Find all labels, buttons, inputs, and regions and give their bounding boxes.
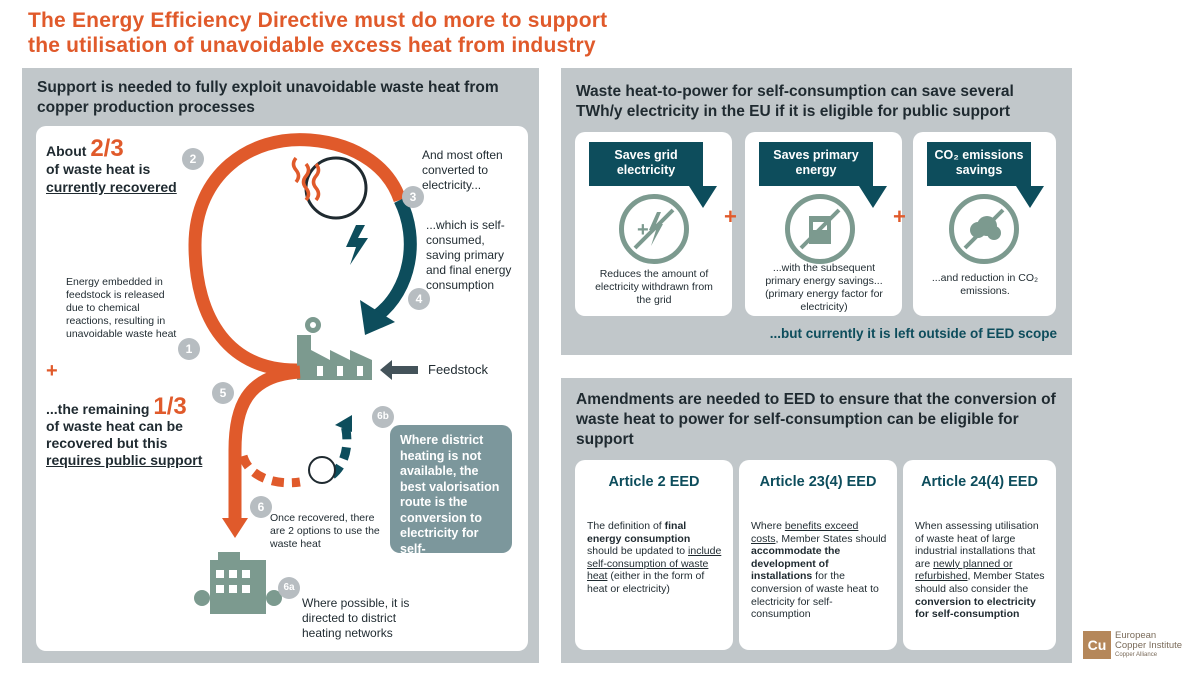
title-line-1: The Energy Efficiency Directive must do …	[28, 9, 608, 32]
step-1-text: Energy embedded in feedstock is released…	[66, 276, 177, 340]
article-24-title: Article 24(4) EED	[921, 474, 1038, 490]
factory-icon	[297, 317, 372, 380]
district-heating-path	[228, 365, 301, 520]
benefit-2-arrow	[859, 186, 887, 208]
top-right-heading: Waste heat-to-power for self-consumption…	[576, 83, 1014, 120]
benefit-3-desc: ...and reduction in CO₂ emissions.	[931, 272, 1039, 297]
benefit-3-arrow	[1016, 186, 1044, 208]
feedstock-label: Feedstock	[428, 362, 488, 377]
benefit-card-2: Saves primary energy ...with the subsequ…	[745, 132, 902, 316]
primary-energy-icon	[785, 194, 855, 264]
district-heating-arrowhead	[222, 518, 248, 538]
badge-6a: 6a	[278, 577, 300, 599]
title-line-2: the utilisation of unavoidable excess he…	[28, 34, 596, 57]
benefit-1-arrow	[689, 186, 717, 208]
benefit-2-title: Saves primary energy	[759, 142, 873, 186]
step-6a-text: Where possible, it is directed to distri…	[302, 596, 410, 640]
badge-2: 2	[182, 148, 204, 170]
article-24-body: When assessing utilisation of waste heat…	[915, 520, 1045, 621]
benefit-3-title: CO₂ emissions savings	[927, 142, 1031, 186]
remaining-block: ...the remaining 1/3 of waste heat can b…	[46, 393, 216, 469]
loop-arrowhead	[335, 415, 352, 432]
remaining-line-4: requires public support	[46, 452, 203, 468]
left-plus: +	[46, 360, 58, 382]
article-card-23: Article 23(4) EED Where benefits exceed …	[739, 460, 897, 650]
step-6b-box: Where district heating is not available,…	[390, 425, 512, 571]
eed-scope-note: ...but currently it is left outside of E…	[769, 326, 1057, 341]
benefit-1-title: Saves grid electricity	[589, 142, 703, 186]
heat-cycle-diagram	[188, 133, 418, 614]
co2-cloud-icon	[949, 194, 1019, 264]
fraction-remaining: 1/3	[153, 393, 187, 420]
top-right-panel: Waste heat-to-power for self-consumption…	[561, 68, 1072, 355]
recovery-arc	[188, 133, 407, 377]
benefit-1-desc: Reduces the amount of electricity withdr…	[595, 268, 713, 306]
feedstock-arrow	[380, 360, 418, 380]
benefit-card-3: CO₂ emissions savings ...and reduction i…	[913, 132, 1056, 316]
remaining-line-3: recovered but this	[46, 435, 168, 451]
badge-6b: 6b	[372, 406, 394, 428]
recovered-line-1: About 2/3	[46, 135, 124, 162]
heat-waves-icon	[291, 156, 321, 202]
article-2-body: The definition of final energy consumpti…	[587, 520, 722, 595]
step-3-text: And most often converted to electricity.…	[422, 148, 503, 192]
badge-5: 5	[212, 382, 234, 404]
grid-electricity-icon: +	[619, 194, 689, 264]
remaining-line-2: of waste heat can be	[46, 418, 183, 434]
district-heating-building-icon	[194, 552, 282, 614]
plus-1: +	[724, 204, 737, 229]
article-23-body: Where benefits exceed costs, Member Stat…	[751, 520, 887, 621]
bottom-right-heading: Amendments are needed to EED to ensure t…	[576, 391, 1056, 448]
badge-3: 3	[402, 186, 424, 208]
benefit-card-1: Saves grid electricity + Reduces the amo…	[575, 132, 732, 316]
electricity-loop-dashed	[238, 454, 301, 488]
remaining-line-1: ...the remaining 1/3	[46, 393, 187, 420]
recovered-line-3: currently recovered	[46, 179, 177, 195]
article-card-24: Article 24(4) EED When assessing utilisa…	[903, 460, 1056, 650]
left-panel: Support is needed to fully exploit unavo…	[22, 68, 539, 663]
small-conversion-circle	[308, 456, 336, 484]
step-6-text: Once recovered, there are 2 options to u…	[270, 512, 380, 550]
svg-text:+: +	[637, 219, 649, 241]
eci-logo: Cu European Copper Institute Copper Alli…	[1083, 631, 1193, 663]
electricity-arc	[373, 197, 417, 321]
logo-text: European Copper Institute Copper Allianc…	[1115, 630, 1183, 659]
lightning-icon	[346, 225, 368, 265]
left-panel-heading: Support is needed to fully exploit unavo…	[37, 79, 499, 116]
left-card	[36, 126, 528, 651]
bottom-right-panel: Amendments are needed to EED to ensure t…	[561, 378, 1072, 663]
page-title: The Energy Efficiency Directive must do …	[28, 8, 668, 58]
article-23-title: Article 23(4) EED	[759, 474, 877, 490]
badge-6: 6	[250, 496, 272, 518]
recovered-block: About 2/3 of waste heat is currently rec…	[46, 135, 196, 196]
step-4-text: ...which is self-consumed, saving primar…	[426, 218, 512, 292]
plus-2: +	[893, 204, 906, 229]
badge-4: 4	[408, 288, 430, 310]
electricity-arrowhead	[360, 300, 395, 335]
badge-1: 1	[178, 338, 200, 360]
article-card-2: Article 2 EED The definition of final en…	[575, 460, 733, 650]
benefit-2-desc: ...with the subsequent primary energy sa…	[765, 262, 883, 313]
article-2-title: Article 2 EED	[608, 474, 700, 490]
fraction-recovered: 2/3	[90, 135, 124, 162]
copper-symbol: Cu	[1083, 631, 1111, 659]
recovered-line-2: of waste heat is	[46, 161, 151, 177]
